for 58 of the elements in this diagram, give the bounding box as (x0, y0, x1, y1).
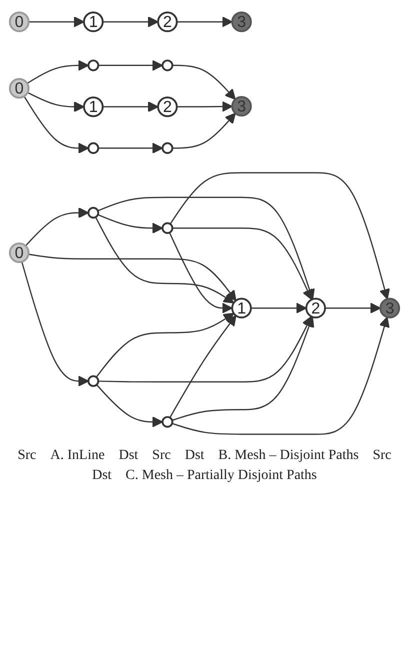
node-circle: 0 (8, 12, 30, 32)
arrow (325, 302, 381, 314)
arrow (95, 216, 234, 304)
node-circle: 2 (157, 96, 178, 118)
caption-text: Src (18, 448, 36, 464)
node-circle (87, 142, 100, 154)
node-circle (87, 60, 100, 72)
arrow (21, 262, 89, 386)
arrow (102, 16, 159, 28)
caption-text: B. Mesh – Disjoint Paths (218, 448, 359, 464)
arrow (96, 312, 234, 378)
arrow (96, 384, 164, 428)
node-circle: 3 (231, 12, 252, 32)
node-circle (162, 416, 174, 428)
node-circle: 1 (231, 298, 252, 318)
arrow (102, 101, 159, 112)
arrow (170, 172, 390, 300)
node-circle (162, 60, 174, 72)
arrow (172, 316, 390, 435)
caption-text: Dst (184, 448, 204, 464)
caption-text: Dst (118, 448, 138, 464)
node-circle: 0 (8, 78, 30, 99)
arrow (176, 101, 233, 112)
node-circle: 2 (157, 12, 178, 32)
arrow (28, 16, 84, 28)
arrow (250, 302, 307, 314)
arrow (172, 112, 236, 149)
node-circle (162, 142, 174, 154)
arrow (98, 142, 164, 154)
caption-text: Src (372, 448, 392, 464)
arrow (172, 64, 236, 100)
node-circle: 1 (83, 12, 104, 32)
node-circle: 2 (305, 298, 326, 318)
arrow (25, 207, 89, 246)
arrow (176, 16, 233, 28)
node-circle: 3 (379, 298, 400, 318)
node-circle (87, 375, 100, 387)
arrow (24, 96, 89, 154)
arrow (172, 228, 313, 300)
arrow (98, 60, 164, 71)
caption-text: Src (152, 448, 171, 464)
arrow (168, 232, 233, 314)
node-circle (87, 206, 100, 219)
arrow (26, 60, 89, 84)
node-circle: 0 (8, 242, 30, 264)
arrow (98, 214, 164, 234)
caption-text: A. InLine (50, 448, 105, 464)
node-circle: 1 (83, 96, 104, 118)
arrow (98, 316, 312, 383)
arrow (27, 92, 84, 112)
arrow (169, 315, 236, 418)
caption-text: Dst (92, 468, 112, 484)
caption-text: C. Mesh – Partially Disjoint Paths (126, 468, 317, 484)
node-circle: 3 (231, 96, 252, 117)
node-circle (162, 222, 174, 234)
arrow (98, 196, 315, 300)
arrow (172, 316, 314, 421)
arrow (28, 254, 236, 302)
